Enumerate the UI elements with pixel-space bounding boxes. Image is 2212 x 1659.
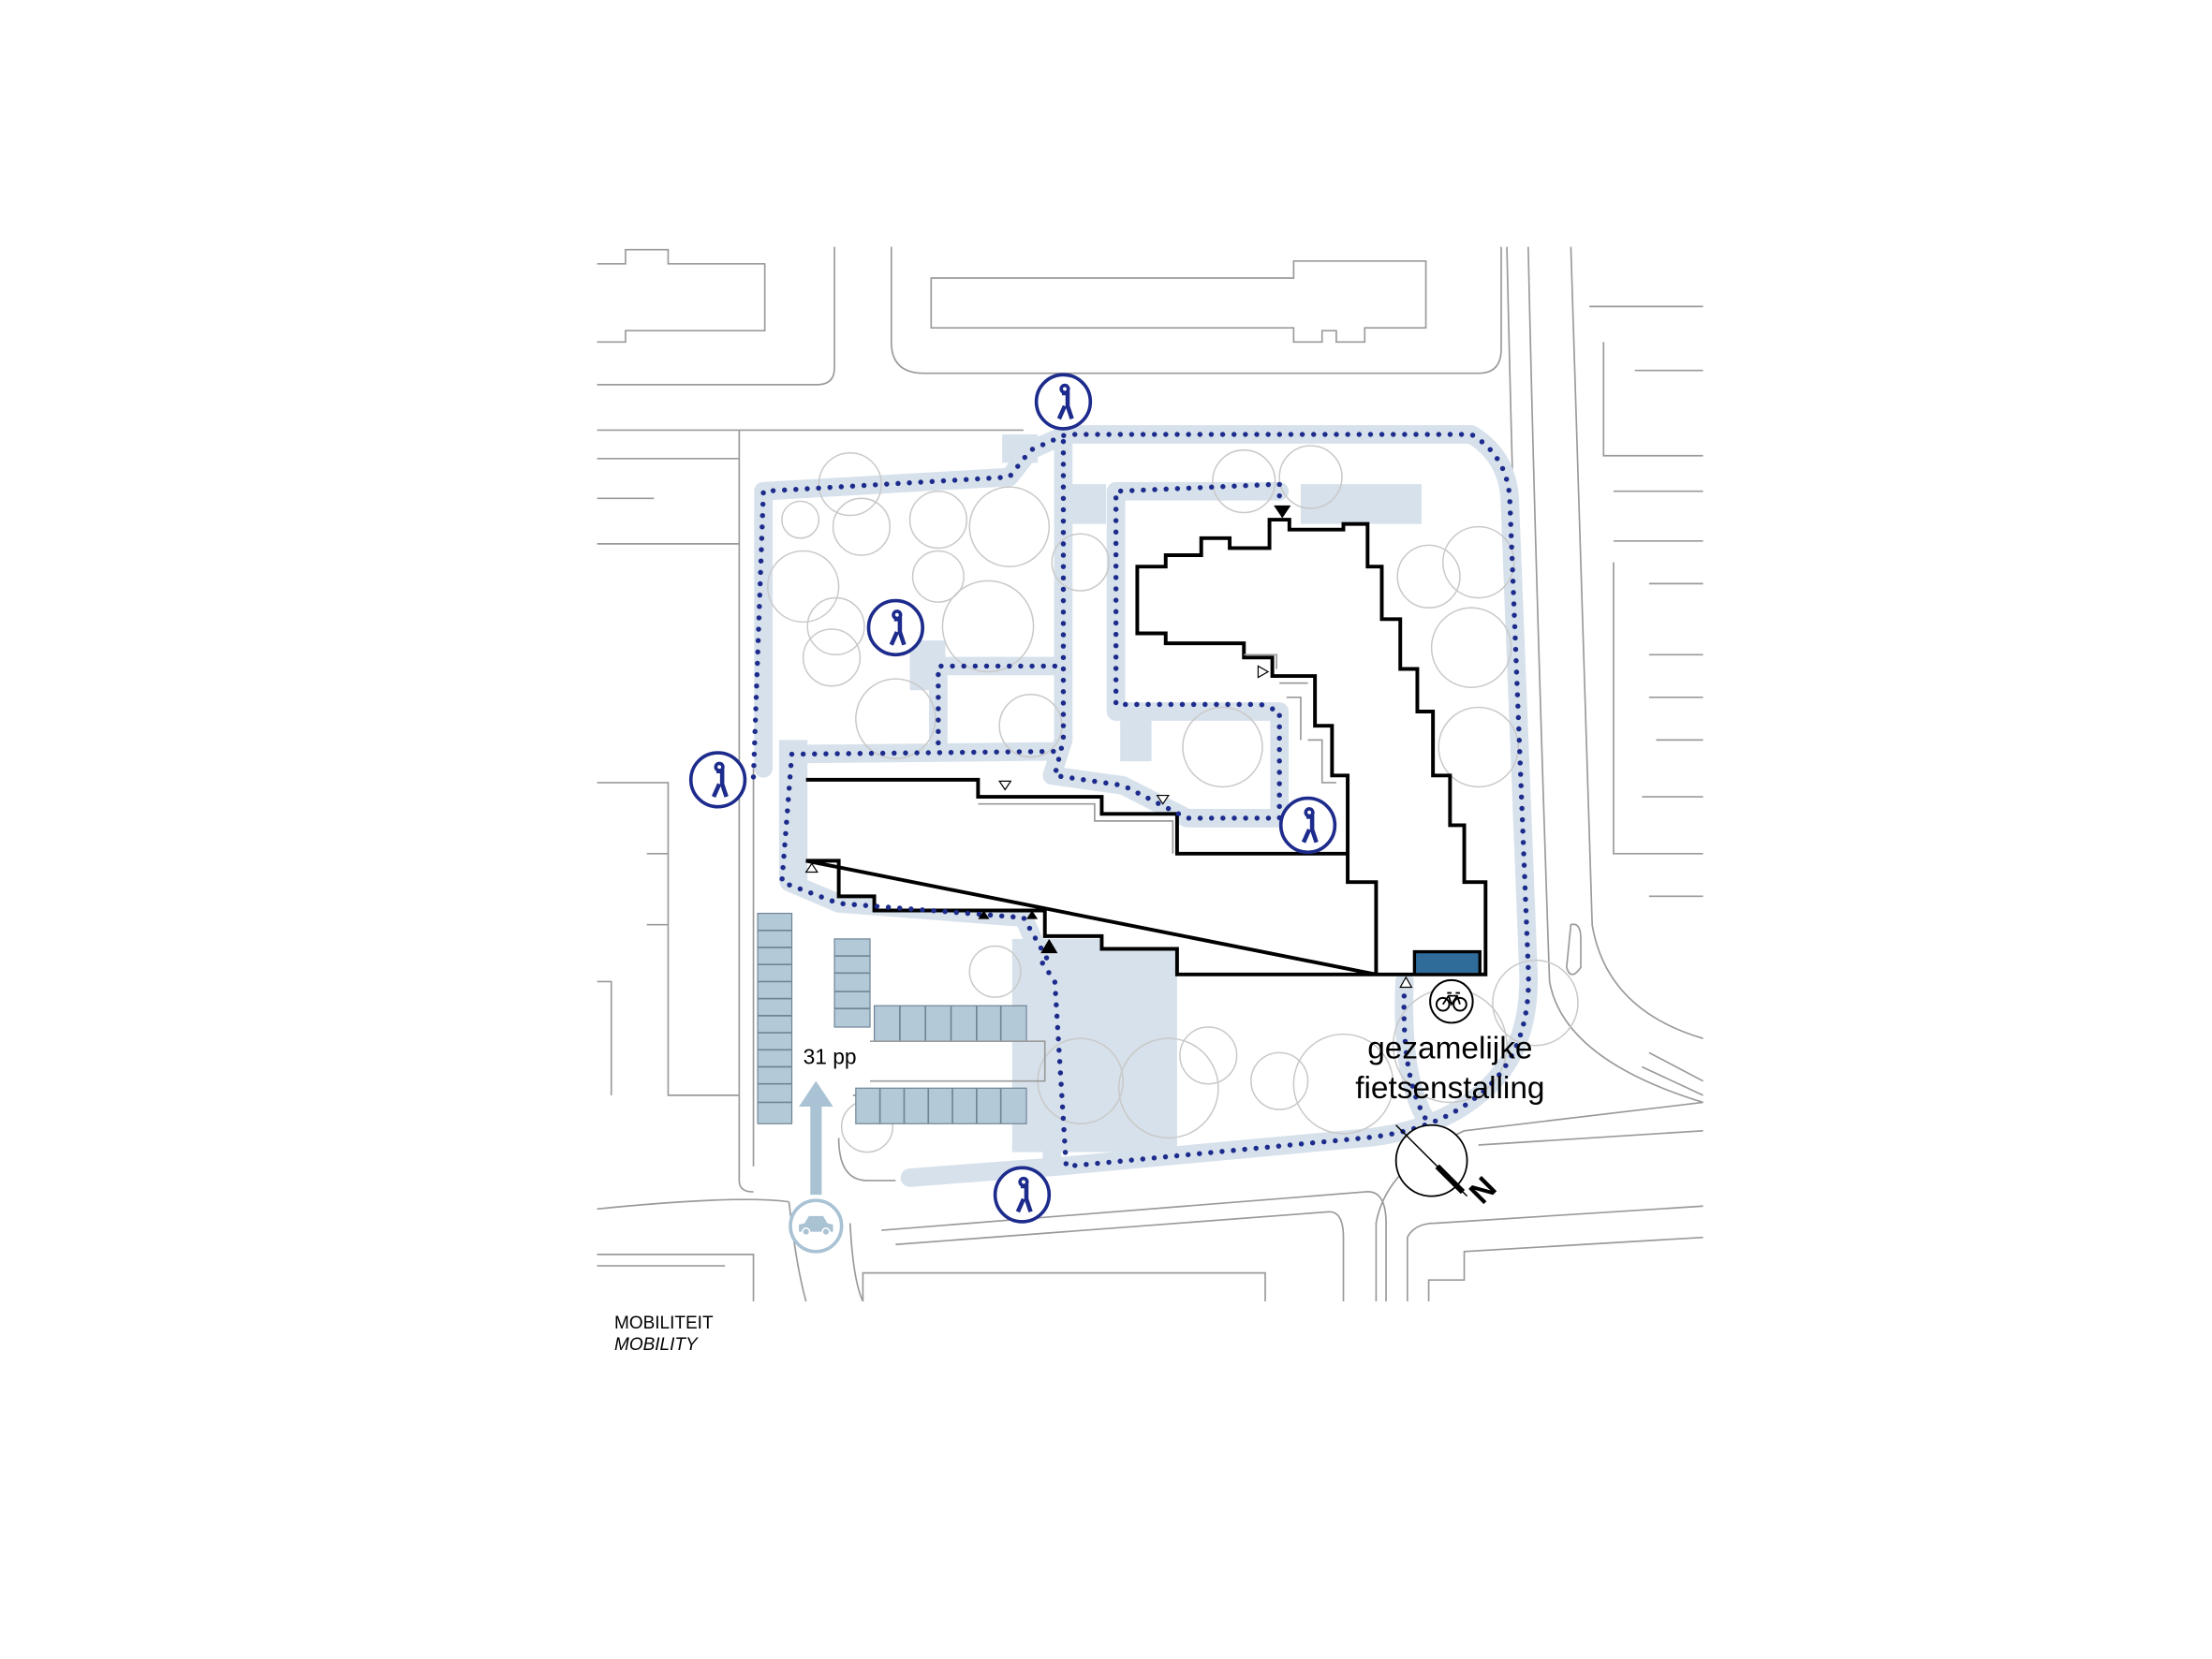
- routes: [750, 432, 1531, 1169]
- pedestrian-icon: [993, 1166, 1052, 1224]
- parking: [757, 912, 1046, 1124]
- inner-pedestrian-route: [1052, 438, 1282, 821]
- north-label: N: [1463, 1170, 1503, 1211]
- pedestrian-icons: [688, 373, 1337, 1224]
- buildings: [805, 518, 1488, 976]
- pedestrian-icon: [1034, 373, 1093, 431]
- pedestrian-icon: [866, 598, 925, 657]
- parking-count-label: 31 pp: [804, 1044, 857, 1068]
- bike-route: [1401, 981, 1432, 1126]
- building-outline: [805, 518, 1488, 976]
- north-arrow: N: [1394, 1123, 1503, 1211]
- caption-subtitle: MOBILITY: [614, 1335, 698, 1355]
- bike-storage: [1412, 949, 1482, 976]
- car-access: [789, 1080, 844, 1254]
- trees: [766, 445, 1579, 1153]
- caption-title: MOBILITEIT: [614, 1314, 714, 1333]
- entrance-markers: [804, 505, 1413, 989]
- west-pedestrian-route: [779, 663, 1062, 970]
- streets: [597, 246, 1703, 1302]
- bicycle-icon: [1429, 978, 1474, 1024]
- outer-pedestrian-route: [750, 432, 1531, 1169]
- bike-storage-label-line2: fietsenstalling: [1355, 1071, 1544, 1106]
- car-icon: [789, 1198, 844, 1254]
- pedestrian-icon: [688, 751, 747, 809]
- pedestrian-icon: [1278, 796, 1337, 855]
- bike-storage-label-line1: gezamelijke: [1367, 1031, 1532, 1065]
